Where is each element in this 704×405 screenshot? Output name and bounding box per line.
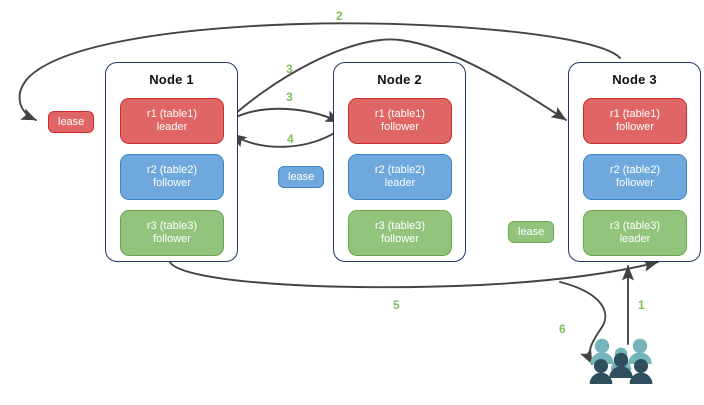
replica-label: r1 (table1) follower <box>374 108 426 133</box>
replica-n3r1[interactable]: r1 (table1) follower <box>583 98 687 144</box>
replica-label: r3 (table3) leader <box>609 220 661 245</box>
node-title: Node 1 <box>149 72 194 87</box>
edge-5-node1-to-node3 <box>169 259 659 289</box>
edge-4-node2-to-node1 <box>231 127 343 148</box>
node-container-node2[interactable]: Node 2 r1 (table1) follower r2 (table2) … <box>333 62 466 262</box>
lease-token-red[interactable]: lease <box>48 111 95 133</box>
users-icon <box>589 338 653 384</box>
edge-3-node1-to-node3 <box>223 38 567 125</box>
replica-n1r1[interactable]: r1 (table1) leader <box>120 98 224 144</box>
node-container-node1[interactable]: Node 1 r1 (table1) leader r2 (table2) fo… <box>105 62 238 262</box>
lease-token-blue[interactable]: lease <box>278 166 325 188</box>
replica-n2r2[interactable]: r2 (table2) leader <box>348 154 452 200</box>
edge-6-node3-to-users <box>559 281 607 365</box>
replica-label: r2 (table2) leader <box>374 164 426 189</box>
step-label-2: 2 <box>336 9 343 23</box>
node-title: Node 3 <box>612 72 657 87</box>
step-label-3b: 3 <box>286 90 293 104</box>
step-label-5: 5 <box>393 298 400 312</box>
replica-n1r3[interactable]: r3 (table3) follower <box>120 210 224 256</box>
node-title: Node 2 <box>377 72 422 87</box>
replica-label: r1 (table1) leader <box>146 108 198 133</box>
replica-n1r2[interactable]: r2 (table2) follower <box>120 154 224 200</box>
edge-3-node1-to-node2 <box>223 107 341 125</box>
replica-n2r3[interactable]: r3 (table3) follower <box>348 210 452 256</box>
replica-label: r2 (table2) follower <box>609 164 661 189</box>
step-label-1: 1 <box>638 298 645 312</box>
edge-2-node3-to-lease <box>18 22 621 121</box>
lease-token-green[interactable]: lease <box>508 221 555 243</box>
step-label-3a: 3 <box>286 62 293 76</box>
replica-label: r1 (table1) follower <box>609 108 661 133</box>
replica-label: r2 (table2) follower <box>146 164 198 189</box>
replica-n3r3[interactable]: r3 (table3) leader <box>583 210 687 256</box>
node-container-node3[interactable]: Node 3 r1 (table1) follower r2 (table2) … <box>568 62 701 262</box>
replica-label: r3 (table3) follower <box>146 220 198 245</box>
replica-n2r1[interactable]: r1 (table1) follower <box>348 98 452 144</box>
replica-n3r2[interactable]: r2 (table2) follower <box>583 154 687 200</box>
step-label-4: 4 <box>287 132 294 146</box>
step-label-6: 6 <box>559 322 566 336</box>
replica-label: r3 (table3) follower <box>374 220 426 245</box>
